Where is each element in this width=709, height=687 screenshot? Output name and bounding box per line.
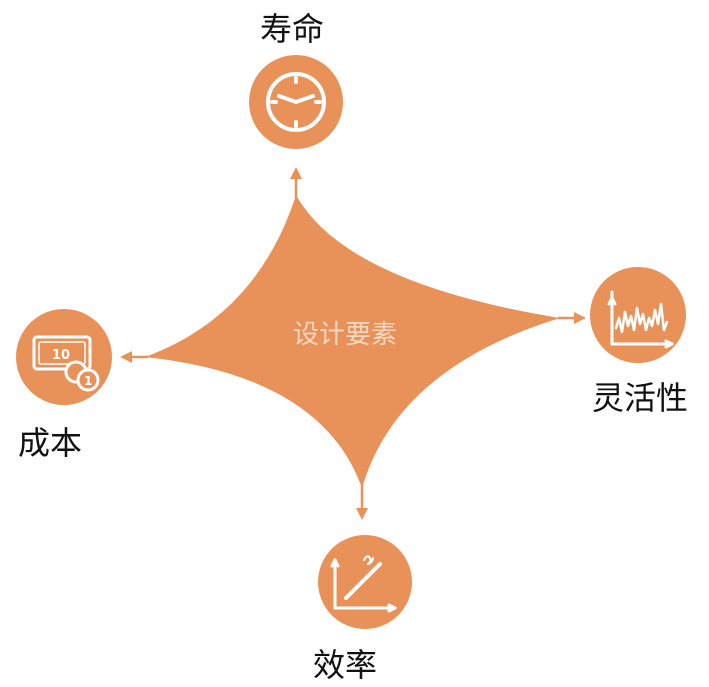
svg-text:10: 10 [52,348,70,363]
trend-line-chart-icon [330,555,397,613]
money-coins-icon: 10 1 [32,335,100,392]
center-label: 设计要素 [293,320,397,350]
center-star-shape [145,195,560,488]
node-flexibility: 灵活性 [590,267,688,417]
svg-text:1: 1 [84,374,92,388]
flexibility-label: 灵活性 [592,379,688,417]
node-cost: 10 1 成本 [16,309,112,462]
clock-icon [266,72,326,132]
efficiency-label: 效率 [313,646,377,684]
arrow-to-cost [120,351,148,363]
arrows [120,167,586,520]
node-efficiency: 效率 [313,535,412,684]
efficiency-circle [318,535,412,629]
arrow-to-flexibility [558,312,586,324]
cost-label: 成本 [18,424,82,462]
arrow-to-lifespan [290,167,302,198]
node-lifespan: 寿命 [249,10,343,149]
waveform-chart-icon [607,290,674,349]
arrow-to-efficiency [356,485,368,520]
lifespan-label: 寿命 [260,10,324,48]
